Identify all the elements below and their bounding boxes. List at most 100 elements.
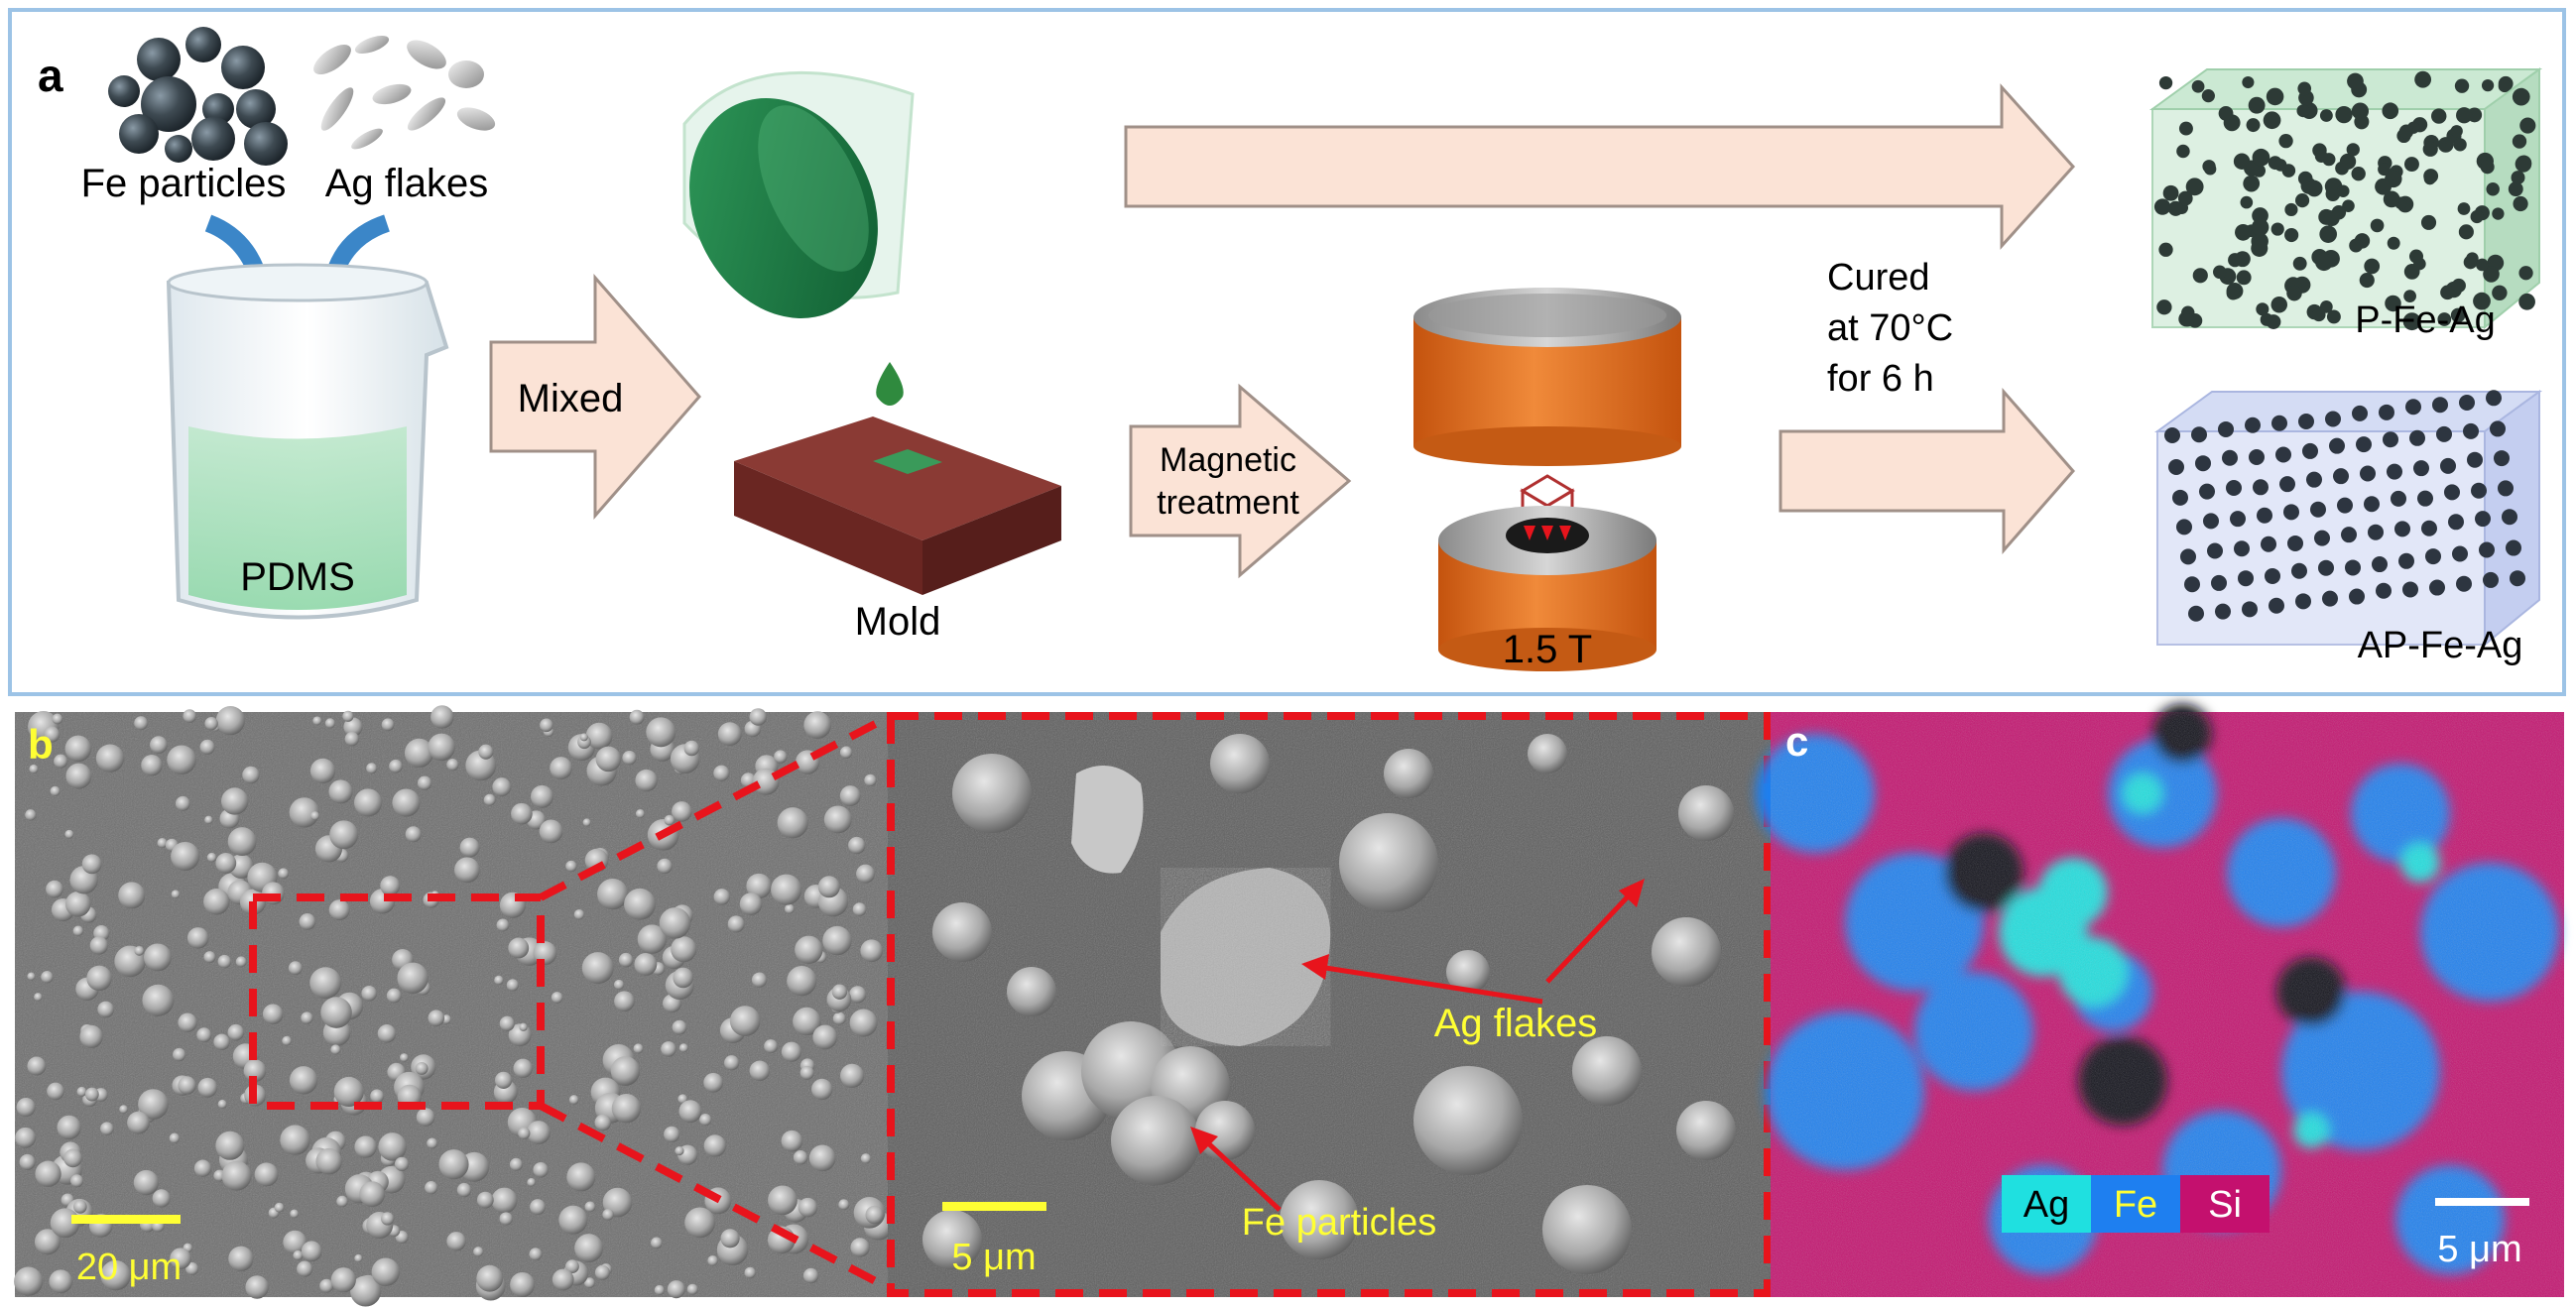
ag-label: Ag flakes — [325, 162, 489, 205]
sem-particle — [427, 1137, 438, 1149]
sem-particle — [774, 750, 788, 764]
sem-particle — [473, 1247, 484, 1257]
ag-annotation: Ag flakes — [1434, 1002, 1598, 1045]
sem-particle — [178, 1076, 196, 1095]
sem-particle — [84, 1087, 99, 1102]
sem-particle — [175, 795, 190, 811]
sem-particle — [729, 1006, 761, 1036]
sem-particle — [79, 1024, 103, 1049]
sem-particle — [597, 878, 629, 910]
sem-particle — [781, 1041, 802, 1062]
sem-particle — [288, 961, 303, 976]
sem-particle — [922, 1210, 982, 1269]
sem-particle — [227, 1023, 245, 1041]
sem-particle — [749, 708, 768, 726]
mold-label: Mold — [855, 600, 941, 644]
sem-particle — [713, 889, 731, 905]
embedded-particle — [2278, 133, 2293, 149]
aligned-particle — [2356, 436, 2372, 453]
aligned-particle — [2180, 548, 2196, 565]
sem-particle — [657, 858, 673, 875]
embedded-particle — [2512, 87, 2530, 106]
aligned-particle — [2199, 483, 2215, 500]
embedded-particle — [2178, 121, 2193, 136]
sem-particle — [678, 1043, 688, 1053]
embedded-particle — [2176, 144, 2190, 159]
sem-particle — [235, 956, 247, 968]
sem-particle — [565, 860, 577, 873]
sem-particle — [550, 757, 572, 779]
aligned-particle — [2444, 484, 2460, 501]
sem-particle — [654, 1284, 665, 1296]
aligned-particle — [2372, 556, 2388, 573]
embedded-particle — [2158, 75, 2173, 90]
sem-particle — [29, 764, 39, 774]
embedded-particle — [2450, 307, 2466, 323]
embedded-particle — [2408, 249, 2424, 264]
aligned-particle — [2398, 552, 2414, 569]
fe-particles-icon — [108, 27, 288, 166]
embedded-particle — [2167, 200, 2183, 216]
sem-particle — [215, 1130, 245, 1160]
aligned-particle — [2432, 397, 2448, 414]
sem-particle — [634, 952, 658, 976]
sem-particle — [699, 1113, 712, 1127]
aligned-particle — [2379, 404, 2394, 420]
sem-particle — [242, 766, 260, 784]
sem-particle — [14, 1266, 44, 1296]
sem-particle — [178, 1012, 197, 1032]
sem-particle — [315, 1147, 342, 1175]
aligned-particle — [2269, 597, 2284, 614]
sem-particle — [392, 788, 421, 817]
embedded-particle — [2156, 299, 2172, 315]
fe-pointer — [1203, 1138, 1282, 1212]
sem-particle — [278, 868, 290, 880]
embedded-particle — [2177, 190, 2193, 206]
sem-particle — [46, 880, 63, 898]
sem-particle — [203, 889, 230, 915]
embedded-particle — [2256, 302, 2269, 316]
embedded-particle — [2385, 295, 2401, 312]
sem-particle — [585, 722, 613, 750]
sem-particle — [309, 967, 342, 1000]
aligned-particle — [2383, 431, 2398, 448]
sem-particle — [727, 915, 745, 933]
sem-particle — [72, 1200, 87, 1214]
cure-arrow — [1779, 388, 2075, 554]
sem-particle — [530, 784, 553, 808]
embedded-particle — [2185, 178, 2204, 196]
sem-particle — [529, 1248, 543, 1261]
legend-fe-swatch — [2091, 1175, 2180, 1233]
cured-line-1: Cured — [1827, 257, 1930, 298]
embedded-particle — [2375, 178, 2392, 195]
sem-particle — [744, 1266, 756, 1279]
sem-particle — [777, 807, 808, 839]
sem-particle — [856, 864, 875, 884]
aligned-particle — [2352, 405, 2368, 421]
sem-particle — [344, 731, 359, 747]
mixed-arrow — [489, 274, 701, 520]
sem-particle — [206, 852, 217, 863]
sem-particle — [539, 819, 563, 844]
scale-c-label: 5 μm — [2437, 1229, 2521, 1270]
sem-particle — [671, 936, 697, 963]
embedded-particle — [2511, 171, 2525, 185]
sem-particle — [1652, 917, 1721, 987]
sem-particle — [41, 971, 54, 984]
embedded-particle — [2431, 108, 2447, 124]
embedded-particle — [2486, 182, 2500, 196]
aligned-particle — [2417, 490, 2433, 507]
sem-particle — [254, 1162, 279, 1187]
sem-particle — [354, 1135, 377, 1158]
embedded-particle — [2319, 109, 2333, 122]
sem-particle — [707, 1255, 718, 1266]
aligned-particle — [2322, 590, 2338, 607]
sem-particle — [635, 808, 646, 819]
sem-particle — [618, 952, 634, 968]
sem-particle — [289, 797, 319, 828]
aligned-particle — [2498, 480, 2514, 497]
aligned-particle — [2360, 465, 2376, 482]
embedded-particle — [2451, 278, 2466, 294]
sem-particle — [527, 1177, 536, 1187]
sem-particle — [416, 1108, 435, 1127]
